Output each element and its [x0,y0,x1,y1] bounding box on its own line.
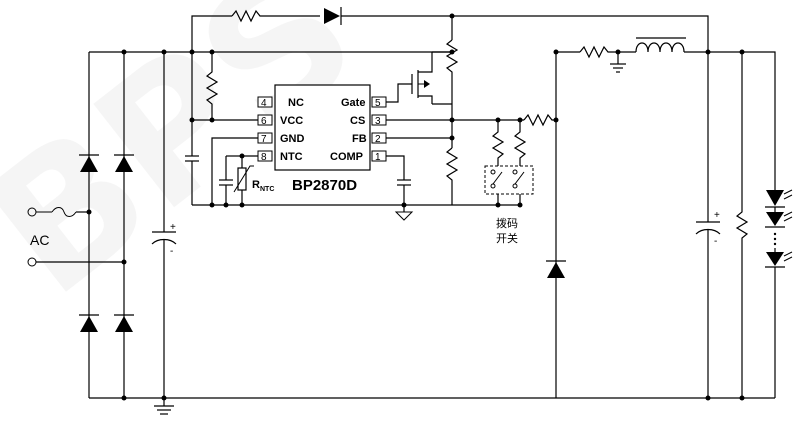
bridge-diode-4 [114,314,134,332]
bridge-diode-3 [79,314,99,332]
startup-resistor [205,52,219,120]
dip-switch-label-1: 拨码 [496,216,518,230]
ic-ground-icon [394,205,414,221]
dip-resistor-1 [491,120,505,166]
vcc-capacitor [185,155,199,205]
bridge-diode-2 [114,154,134,172]
pin-name-vcc: VCC [280,115,303,127]
top-resistor [231,9,320,23]
ic-bp2870d: 4 6 7 8 NC VCC GND NTC 5 3 2 1 Gate CS F… [257,84,387,194]
led-icon [765,189,793,208]
led-icon [765,251,793,268]
bridge-diode-1 [79,154,99,172]
ac-input: AC [27,207,124,267]
freewheel-diode [546,260,566,278]
bridge-rectifier [79,49,134,401]
load-resistor [735,52,749,398]
pin-num-gate: 5 [375,98,381,109]
led-icon [765,211,793,228]
ac-label: AC [30,232,49,248]
pin-name-gnd: GND [280,133,305,145]
ic-part-number: BP2870D [292,177,357,194]
fb-resistor [445,147,459,205]
dip-resistor-2 [513,120,527,166]
ntc-thermistor [233,165,254,193]
svg-text:+: + [714,210,720,221]
rntc-label: R [252,179,260,191]
comp-capacitor [397,179,411,205]
svg-text:-: - [170,246,173,257]
pin-name-ntc: NTC [280,151,303,163]
ntc-capacitor [219,156,233,205]
pin-num-nc: 4 [261,98,267,109]
pin-num-gnd: 7 [261,134,267,145]
pin-num-comp: 1 [375,152,381,163]
drain-resistor [445,39,459,104]
ground-icon [154,398,174,415]
pin-name-comp: COMP [330,151,363,163]
inductor [635,37,686,53]
bulk-capacitor: + - [151,52,177,398]
pin-name-cs: CS [350,115,365,127]
output-ground-icon [610,52,626,73]
rntc-sub-label: NTC [260,186,274,193]
pin-num-ntc: 8 [261,152,267,163]
pin-num-vcc: 6 [261,116,267,127]
led-string [765,189,793,398]
pin-name-gate: Gate [341,97,365,109]
pin-num-fb: 2 [375,134,381,145]
output-resistor [579,45,636,59]
dip-switch [484,165,534,205]
pin-num-cs: 3 [375,116,381,127]
svg-text:+: + [170,222,176,233]
pin-name-nc: NC [288,97,304,109]
pin-name-fb: FB [352,133,367,145]
cs-resistor [523,113,556,127]
mosfet [386,52,433,104]
output-capacitor: + - [695,52,721,398]
fuse-icon [51,207,77,217]
dip-switch-label-2: 开关 [496,231,518,245]
svg-text:-: - [714,236,717,247]
